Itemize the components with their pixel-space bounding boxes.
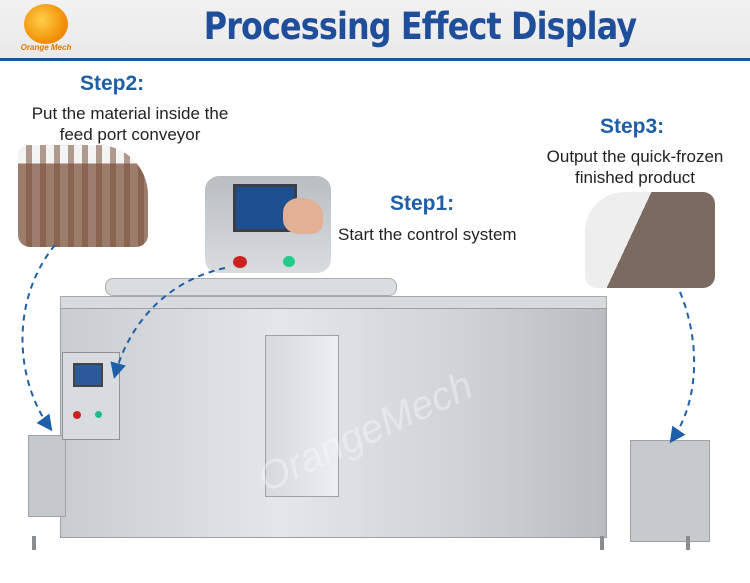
logo-emblem <box>24 4 68 44</box>
outfeed-conveyor <box>630 440 710 542</box>
header-bar <box>0 0 750 58</box>
machine-leg <box>600 536 604 550</box>
header-divider <box>0 58 750 61</box>
output-product-photo <box>585 192 715 288</box>
step2-title: Step2: <box>80 72 145 95</box>
step1-description: Start the control system <box>338 225 517 244</box>
step3-desc-line1: Output the quick-frozen <box>546 147 724 166</box>
conveyor-photo <box>18 145 148 247</box>
operator-hand <box>283 198 323 234</box>
step3-desc-line2: finished product <box>574 168 696 187</box>
power-indicator-light <box>283 256 295 267</box>
freezer-door <box>265 335 339 497</box>
step2-arrow <box>21 244 56 432</box>
control-screen <box>73 363 103 387</box>
refrigeration-pipe <box>105 278 397 296</box>
step1-arrow <box>110 267 226 379</box>
page-title: Processing Effect Display <box>203 5 637 48</box>
step2-description: Put the material inside the feed port co… <box>5 103 255 145</box>
stop-button <box>73 411 81 419</box>
step1-title: Step1: <box>390 192 455 215</box>
logo-text: Orange Mech <box>20 43 72 52</box>
control-panel-photo <box>205 176 331 273</box>
company-logo: Orange Mech <box>14 4 78 54</box>
step3-description: Output the quick-frozen finished product <box>525 146 745 188</box>
machine-leg <box>686 536 690 550</box>
emergency-stop-button <box>233 256 247 268</box>
step2-desc-line1: Put the material inside the <box>31 104 229 123</box>
control-cabinet <box>62 352 120 440</box>
machine-leg <box>32 536 36 550</box>
start-indicator <box>95 411 102 418</box>
step3-title: Step3: <box>600 115 665 138</box>
step2-desc-line2: feed port conveyor <box>59 125 201 144</box>
infeed-conveyor <box>28 435 66 517</box>
step3-arrow <box>669 291 696 444</box>
